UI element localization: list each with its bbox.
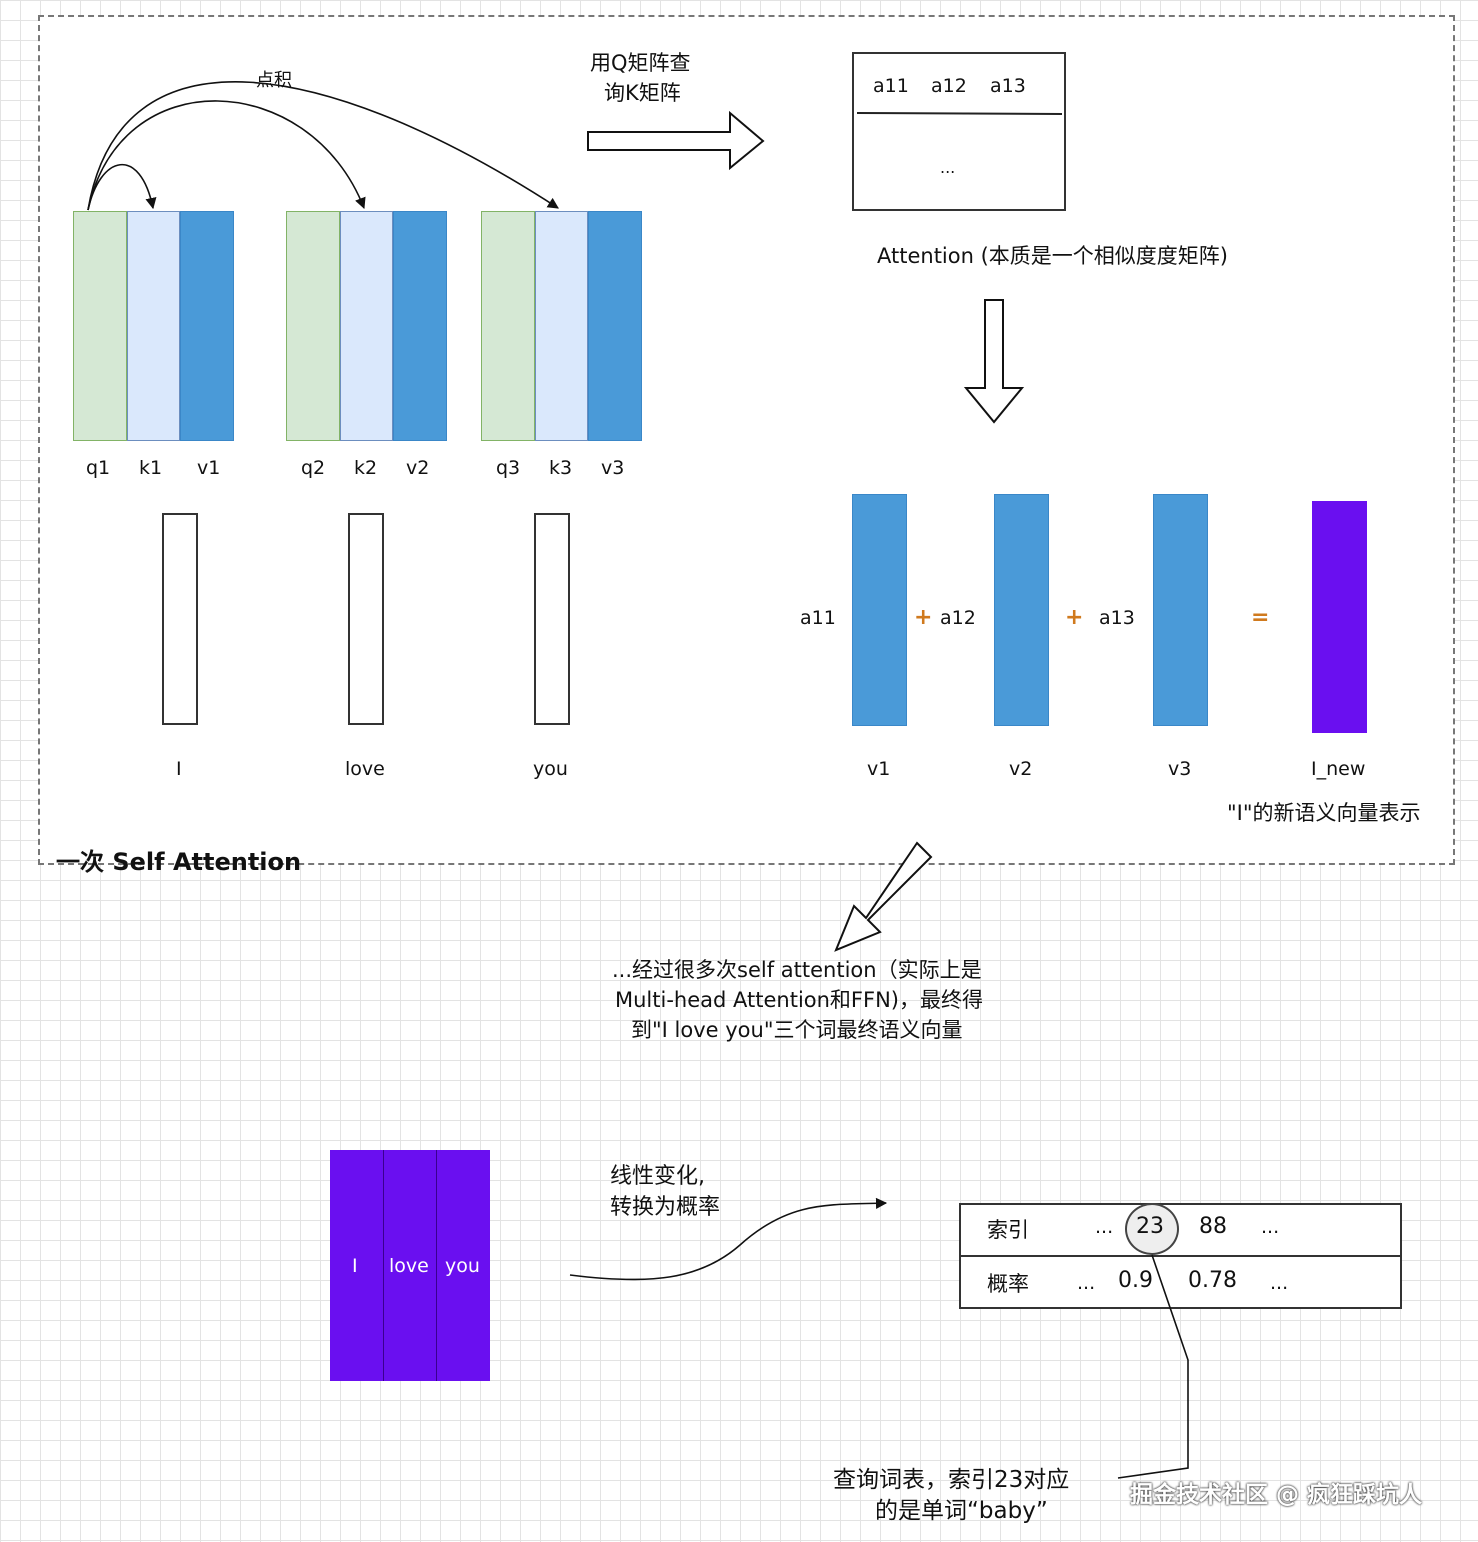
query-hollow-arrow (587, 110, 765, 171)
vocab-index-ellipsis-2: ... (1261, 1216, 1280, 1238)
word-embedding-you (534, 513, 570, 725)
vector-label-v3: v3 (1168, 758, 1192, 780)
attention-a11: a11 (873, 75, 909, 97)
repeat-note-line1: ...经过很多次self attention（实际上是 (612, 958, 982, 982)
attention-ellipsis: ... (940, 158, 956, 177)
self-attention-title: 一次 Self Attention (56, 848, 302, 876)
word-embedding-i (162, 513, 198, 725)
vocab-index-23: 23 (1136, 1214, 1164, 1239)
k3-label: k3 (549, 457, 573, 479)
v1-label: v1 (197, 457, 221, 479)
k2-label: k2 (354, 457, 378, 479)
final-vector-i: I (352, 1255, 358, 1277)
lookup-note-line1: 查询词表，索引23对应 (833, 1467, 1070, 1493)
lookup-note-line2: 的是单词“baby” (875, 1498, 1048, 1524)
word-label-you: you (533, 758, 568, 780)
k1-label: k1 (139, 457, 163, 479)
k1-column (127, 211, 180, 441)
v2-label: v2 (406, 457, 430, 479)
attention-a12: a12 (931, 75, 967, 97)
weighted-v1-bar (852, 494, 907, 726)
v2-column (393, 211, 447, 441)
final-vector-you: you (445, 1255, 480, 1277)
q2-label: q2 (301, 457, 326, 479)
weight-a12: a12 (940, 607, 976, 629)
self-attention-box (38, 15, 1455, 865)
vocab-index-88: 88 (1199, 1214, 1227, 1239)
word-embedding-love (348, 513, 384, 725)
attention-matrix-underline (856, 112, 1063, 115)
attention-matrix (852, 52, 1066, 211)
linear-label-line1: 线性变化, (610, 1164, 705, 1189)
q1-column (73, 211, 127, 441)
linear-transform-arrow (569, 1197, 888, 1281)
attention-a13: a13 (990, 75, 1026, 97)
linear-label-line2: 转换为概率 (610, 1195, 721, 1220)
vector-label-v1: v1 (867, 758, 891, 780)
weighted-v3-bar (1153, 494, 1208, 726)
vocab-prob-label: 概率 (987, 1272, 1029, 1296)
v3-label: v3 (601, 457, 625, 479)
equals-sign: = (1251, 605, 1270, 630)
vocab-index-label: 索引 (987, 1218, 1029, 1242)
dot-product-arrow-k2 (87, 100, 366, 211)
plus-sign-2: + (1065, 605, 1084, 630)
vocab-prob-ellipsis-1: ... (1077, 1272, 1096, 1294)
i-new-label: I_new (1311, 758, 1366, 780)
word-label-love: love (345, 758, 385, 780)
weighted-v2-bar (994, 494, 1049, 726)
vocab-prob-0-9: 0.9 (1118, 1268, 1153, 1293)
q3-label: q3 (496, 457, 521, 479)
repeat-note-line3: 到"I love you"三个词最终语义向量 (631, 1018, 963, 1042)
k2-column (340, 211, 393, 441)
weight-a11: a11 (800, 607, 836, 629)
v3-column (588, 211, 642, 441)
vocab-table-divider (959, 1255, 1402, 1257)
final-vector-divider-2 (436, 1150, 437, 1381)
query-arrow-label-line1: 用Q矩阵查 (590, 51, 691, 75)
vector-label-v2: v2 (1009, 758, 1033, 780)
i-new-caption: "I"的新语义向量表示 (1227, 801, 1421, 825)
final-vector-divider-1 (383, 1150, 384, 1381)
vocab-index-ellipsis-1: ... (1095, 1216, 1114, 1238)
watermark: 掘金技术社区 @ 疯狂踩坑人 (1130, 1482, 1423, 1508)
vocab-prob-0-78: 0.78 (1188, 1268, 1237, 1293)
lookup-connector (1117, 1254, 1189, 1479)
q3-column (481, 211, 535, 441)
k3-column (535, 211, 588, 441)
index-23-highlight (1125, 1203, 1179, 1255)
word-label-i: I (176, 758, 182, 780)
attention-caption: Attention (本质是一个相似度度矩阵) (877, 244, 1228, 268)
plus-sign-1: + (914, 605, 933, 630)
final-vectors-block (330, 1150, 490, 1381)
q1-label: q1 (86, 457, 111, 479)
i-new-bar (1312, 501, 1367, 733)
diagonal-hollow-arrow (834, 841, 933, 952)
v1-column (180, 211, 234, 441)
q2-column (286, 211, 340, 441)
dot-product-arrow-k3 (87, 81, 559, 211)
weight-a13: a13 (1099, 607, 1135, 629)
vocab-prob-ellipsis-2: ... (1270, 1272, 1289, 1294)
final-vector-love: love (389, 1255, 429, 1277)
repeat-note-line2: Multi-head Attention和FFN)，最终得 (615, 988, 983, 1012)
query-arrow-label-line2: 询K矩阵 (604, 81, 681, 105)
down-hollow-arrow (963, 299, 1025, 424)
